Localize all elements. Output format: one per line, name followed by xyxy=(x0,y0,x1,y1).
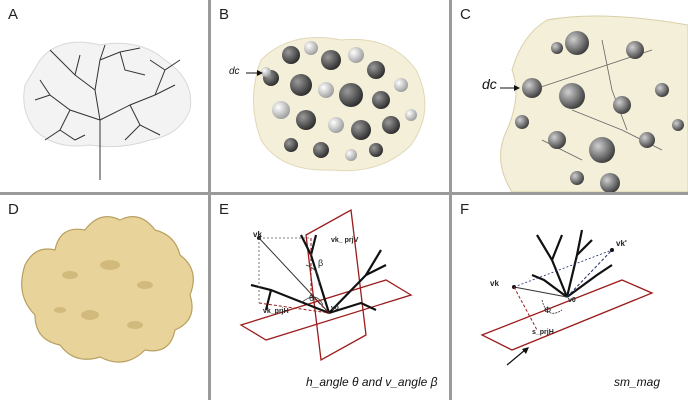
panel-f-magnitude-diagram xyxy=(480,229,654,366)
panel-e-label-beta: β xyxy=(318,258,324,268)
panel-e-label-v0: v0 xyxy=(331,305,339,312)
panel-f-label-phi: Φ xyxy=(544,305,552,315)
panel-a-skeleton-illustration xyxy=(23,41,192,180)
vertical-separator-right xyxy=(449,0,452,400)
panel-f-label-vk: vk xyxy=(490,279,499,288)
panel-b-spheres-illustration xyxy=(246,37,426,172)
panel-c-zoom-illustration xyxy=(500,15,688,192)
panel-f-label-vk-prime: vk' xyxy=(616,239,627,248)
panel-f: F vk vk' v0 Φ s_prjH sm_mag xyxy=(452,195,688,400)
horizontal-separator xyxy=(0,192,688,195)
panel-e: E vk vk_ prjV vk_prjH v0 θ β h_angl xyxy=(211,195,449,400)
panel-d: D xyxy=(0,195,208,400)
panel-a-label: A xyxy=(8,6,19,23)
panel-f-label: F xyxy=(460,201,470,218)
panel-e-label-theta: θ xyxy=(309,293,315,303)
panel-e-label-vk-prjv: vk_ prjV xyxy=(331,237,359,244)
panel-b: B xyxy=(211,0,449,192)
panel-f-label-v0: v0 xyxy=(568,297,576,304)
panel-a: A xyxy=(0,0,208,192)
panel-d-label: D xyxy=(8,201,19,218)
panel-b-label: B xyxy=(219,6,230,23)
panel-e-label: E xyxy=(219,201,230,218)
panel-e-label-vk-prjh: vk_prjH xyxy=(263,308,289,315)
panel-e-caption: h_angle θ and v_angle β xyxy=(306,375,438,389)
panel-c: C xyxy=(452,0,688,192)
panel-f-caption: sm_mag xyxy=(614,375,661,389)
vertical-separator-left xyxy=(208,0,211,400)
panel-f-label-s-prjh: s_prjH xyxy=(532,329,554,336)
panel-c-label: C xyxy=(460,6,471,23)
panel-e-angle-diagram xyxy=(239,208,413,362)
panel-b-dc-annotation: dc xyxy=(229,66,240,77)
panel-c-dc-annotation: dc xyxy=(482,76,497,92)
panel-d-sponge-illustration xyxy=(21,216,194,363)
panel-e-label-vk: vk xyxy=(253,230,262,239)
